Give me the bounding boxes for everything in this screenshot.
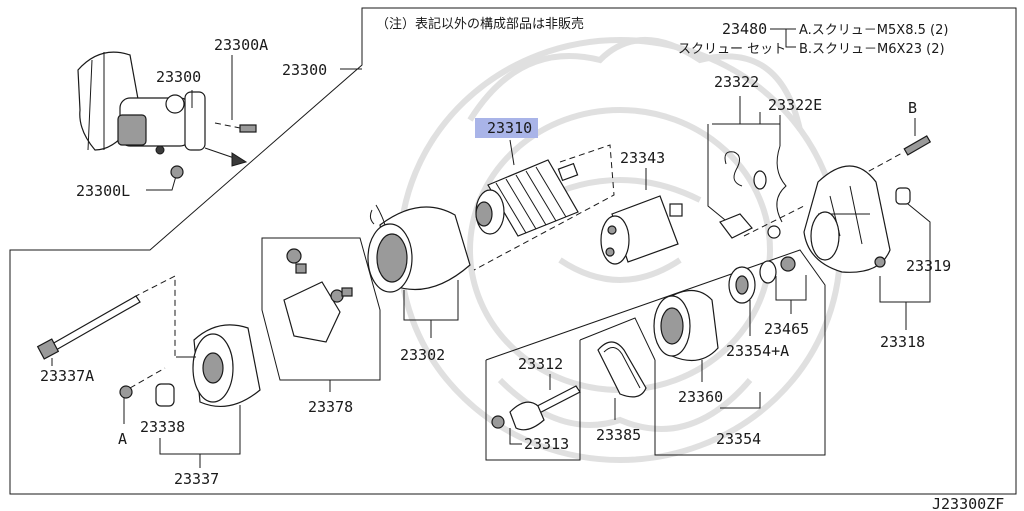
figure-code: J23300ZF [932, 495, 1004, 511]
starter-assembly-overview [77, 51, 248, 167]
label-23322: 23322 [714, 73, 759, 91]
label-23312: 23312 [518, 355, 563, 373]
note-text: （注）表記以外の構成部品は非販売 [376, 16, 584, 32]
label-23343: 23343 [620, 149, 665, 167]
bushing-23319 [895, 187, 911, 205]
screw-set-callout: 23480 スクリュー セット A.スクリュ－M5X8.5 (2) B.スクリュ… [678, 20, 948, 57]
label-23302: 23302 [400, 346, 445, 364]
diagram-frame [9, 7, 1017, 495]
label-23337: 23337 [174, 470, 219, 488]
screw-B [903, 135, 932, 156]
label-23319: 23319 [906, 257, 951, 275]
label-23354: 23354 [716, 430, 761, 448]
screw-set-item-b: B.スクリュ－M6X23 (2) [799, 42, 945, 57]
pinion-gear-23354A [728, 260, 777, 304]
label-23465: 23465 [764, 320, 809, 338]
bushing-23338 [155, 383, 175, 407]
brush-holder-box [261, 237, 381, 381]
bolt-23300A [239, 124, 257, 133]
nut-23300L [170, 165, 184, 179]
brush-holder-23378 [283, 248, 353, 343]
label-B: B [908, 99, 917, 117]
yoke-23302 [367, 204, 471, 293]
overrunning-clutch-23360 [653, 289, 719, 362]
label-A: A [118, 430, 127, 448]
rear-housing-23337 [192, 324, 261, 408]
pinion-shaft-23312 [491, 385, 581, 431]
solenoid-23343 [600, 195, 683, 265]
label-23354A: 23354+A [726, 342, 789, 360]
label-23310: 23310 [487, 119, 532, 137]
through-bolt-23337A [36, 295, 141, 360]
spring-clips-23322 [719, 151, 781, 239]
gasket-23385 [597, 341, 647, 398]
label-23318: 23318 [880, 333, 925, 351]
ring-23465 [780, 256, 796, 272]
screw-A [119, 385, 133, 399]
armature-23310 [475, 159, 579, 237]
label-23378: 23378 [308, 398, 353, 416]
gear-housing-23318 [803, 165, 891, 273]
label-23337A: 23337A [40, 367, 94, 385]
label-23300L: 23300L [76, 182, 130, 200]
highlight-23310 [475, 118, 538, 138]
label-23300A: 23300A [214, 36, 268, 54]
label-23313: 23313 [524, 435, 569, 453]
label-23300-small: 23300 [156, 68, 201, 86]
label-23322E: 23322E [768, 96, 822, 114]
label-23360: 23360 [678, 388, 723, 406]
screw-set-caption: スクリュー セット [678, 42, 786, 57]
label-23300-main: 23300 [282, 61, 327, 79]
screw-set-code: 23480 [722, 20, 767, 38]
label-23385: 23385 [596, 426, 641, 444]
screw-set-item-a: A.スクリュ－M5X8.5 (2) [799, 23, 948, 38]
label-23338: 23338 [140, 418, 185, 436]
spring-23322E [776, 145, 787, 223]
